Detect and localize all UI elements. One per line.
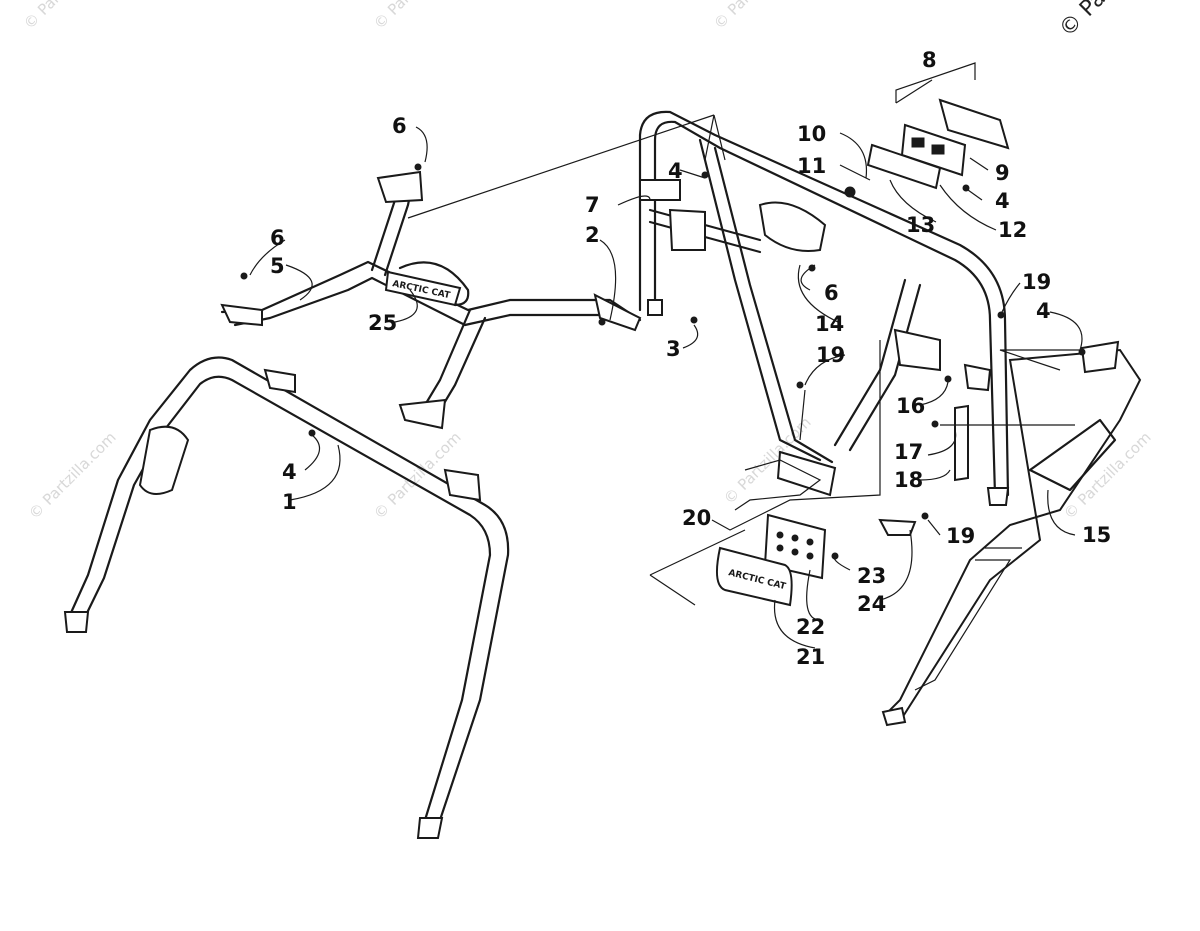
hardware-fasteners	[240, 163, 1086, 560]
callout-3: 3	[666, 337, 681, 361]
watermark-1: © Partzilla.com	[20, 0, 115, 33]
callout-6a: 6	[392, 114, 407, 138]
callout-6c: 6	[824, 281, 839, 305]
light-lens-left	[911, 137, 925, 148]
side-panel-part	[881, 340, 1142, 727]
callout-10: 10	[797, 122, 826, 146]
watermark-4: © Partzilla.com	[25, 428, 120, 523]
rear-cage-frame-part	[638, 110, 1010, 511]
callout-7: 7	[585, 193, 600, 217]
callout-25: 25	[368, 311, 397, 335]
callout-1: 1	[282, 490, 297, 514]
callout-8: 8	[922, 48, 937, 72]
callout-16: 16	[896, 394, 925, 418]
watermark-2: © Partzilla.com	[370, 0, 465, 33]
bulb-socket	[844, 186, 856, 198]
callout-4c: 4	[1036, 299, 1051, 323]
callout-labels: 8 6 10 11 9 4 4 7 13 12 2 6 5 6 25 3 14 …	[270, 48, 1111, 669]
callout-19c: 19	[946, 524, 975, 548]
callout-12: 12	[998, 218, 1027, 242]
leader-lines	[249, 62, 1083, 649]
license-plate-part: ARCTIC CAT	[715, 513, 917, 607]
callout-24: 24	[857, 592, 886, 616]
trim-strip-part	[954, 404, 969, 482]
cross-bar-part: ARCTIC CAT	[220, 170, 642, 430]
watermark-3: © Partzilla.com	[710, 0, 805, 33]
callout-17: 17	[894, 440, 923, 464]
corner-copyright: © Pa	[1055, 0, 1111, 42]
callout-4a: 4	[668, 159, 683, 183]
callout-19a: 19	[1022, 270, 1051, 294]
callout-23: 23	[857, 564, 886, 588]
light-lens-right	[931, 144, 945, 155]
callout-21: 21	[796, 645, 825, 669]
callout-20: 20	[682, 506, 711, 530]
callout-4b: 4	[995, 189, 1010, 213]
callout-18: 18	[894, 468, 923, 492]
callout-9: 9	[995, 161, 1010, 185]
callout-14: 14	[815, 312, 844, 336]
callout-6b: 6	[270, 226, 285, 250]
callout-15: 15	[1082, 523, 1111, 547]
callout-22: 22	[796, 615, 825, 639]
callout-11: 11	[797, 154, 826, 178]
callout-13: 13	[906, 213, 935, 237]
callout-4d: 4	[282, 460, 297, 484]
front-roll-bar-part	[63, 356, 510, 839]
callout-19b: 19	[816, 343, 845, 367]
light-assembly-part	[844, 98, 1010, 198]
callout-5: 5	[270, 254, 285, 278]
watermark-group: © Partzilla.com © Partzilla.com © Partzi…	[20, 0, 1155, 523]
callout-2: 2	[585, 223, 600, 247]
